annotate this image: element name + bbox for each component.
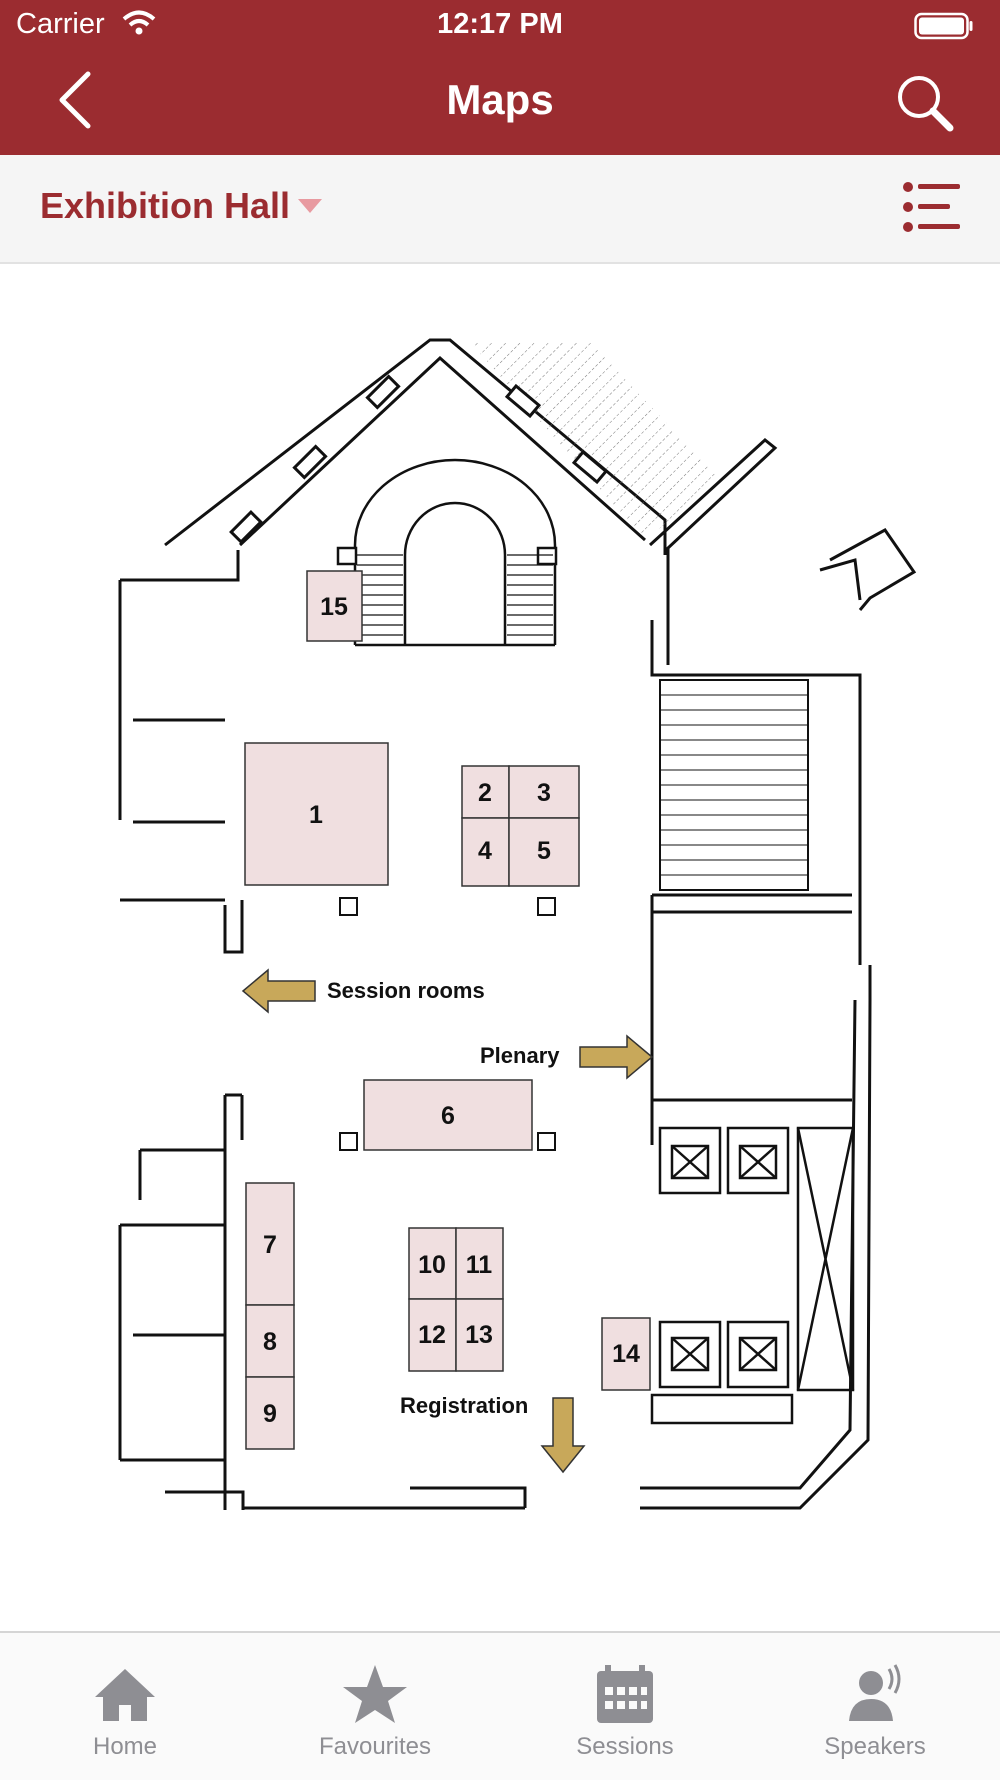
map-selector-bar: Exhibition Hall [0,155,1000,264]
registration-label: Registration [400,1393,528,1418]
booth-label: 7 [263,1231,277,1259]
tab-favourites[interactable]: Favourites [250,1633,500,1780]
booth-7 [245,1182,295,1306]
windows [229,374,609,544]
booth-label: 2 [478,779,492,807]
arrow-left-icon [241,968,316,1014]
list-button[interactable] [902,181,962,233]
booth-label: 6 [441,1102,455,1130]
tab-speakers[interactable]: Speakers [750,1633,1000,1780]
booths [244,570,651,1450]
booth-label: 12 [418,1321,446,1349]
booth-6 [363,1079,533,1151]
escalator-stairs [659,679,809,891]
booth-13 [455,1298,504,1372]
calendar-icon [597,1665,653,1723]
plenary-label: Plenary [480,1043,560,1068]
selected-map-label: Exhibition Hall [40,185,291,226]
booth-14 [601,1317,651,1391]
stair-hatch [470,342,720,540]
booth-15 [306,570,363,642]
search-icon [898,76,954,132]
status-bar: Carrier 12:17 PM [0,6,1000,46]
tab-home[interactable]: Home [0,1633,250,1780]
booth-4 [461,817,510,887]
battery-icon [914,12,974,45]
booth-9 [245,1376,295,1450]
booth-label: 11 [466,1251,493,1279]
booth-label: 1 [309,801,323,829]
floor-map[interactable]: 15 1 2 3 4 5 6 7 8 9 10 11 12 13 14 Sess… [0,264,1000,1632]
columns [339,897,556,1151]
booth-label: 4 [478,837,492,865]
booth-8 [245,1304,295,1378]
tab-label: Speakers [824,1733,926,1760]
booth-label: 14 [612,1340,640,1368]
page-title: Maps [446,76,554,123]
tab-label: Sessions [576,1733,674,1760]
booth-12 [408,1298,457,1372]
wifi-icon [122,10,156,41]
arrow-down-icon [540,1397,586,1474]
back-button[interactable] [52,70,102,130]
tab-label: Home [92,1733,158,1760]
booth-label: 10 [418,1251,446,1279]
central-staircase [336,458,558,647]
booth-label: 13 [465,1321,493,1349]
booth-labels: 15 1 2 3 4 5 6 7 8 9 10 11 12 13 14 [263,593,640,1428]
dropdown-caret-icon [298,199,322,213]
staircase-treads [357,554,553,636]
arrow-right-icon [579,1034,654,1080]
chevron-left-icon [59,71,91,129]
tab-sessions[interactable]: Sessions [500,1633,750,1780]
booth-11 [455,1227,504,1300]
session-rooms-label: Session rooms [327,978,485,1003]
booth-3 [508,765,580,819]
booth-label: 15 [320,593,348,621]
elevators [650,1126,855,1425]
star-icon [343,1665,407,1723]
carrier-label: Carrier [16,8,105,40]
tab-bar: Home Favourites Sessions Speakers [0,1631,1000,1780]
walls [118,338,917,1510]
list-icon [903,182,960,232]
booth-label: 3 [537,779,551,807]
home-icon [95,1669,155,1721]
booth-5 [508,817,580,887]
search-button[interactable] [894,72,956,134]
booth-label: 5 [537,837,551,865]
top-bar: Carrier 12:17 PM Maps [0,0,1000,155]
tab-label: Favourites [318,1733,432,1760]
area-labels: Session rooms Plenary Registration [327,978,560,1418]
booth-label: 8 [263,1328,277,1356]
booth-label: 9 [263,1400,277,1428]
booth-1 [244,742,389,886]
direction-arrows [241,968,654,1474]
speaker-icon [849,1664,901,1721]
status-time: 12:17 PM [437,8,563,40]
